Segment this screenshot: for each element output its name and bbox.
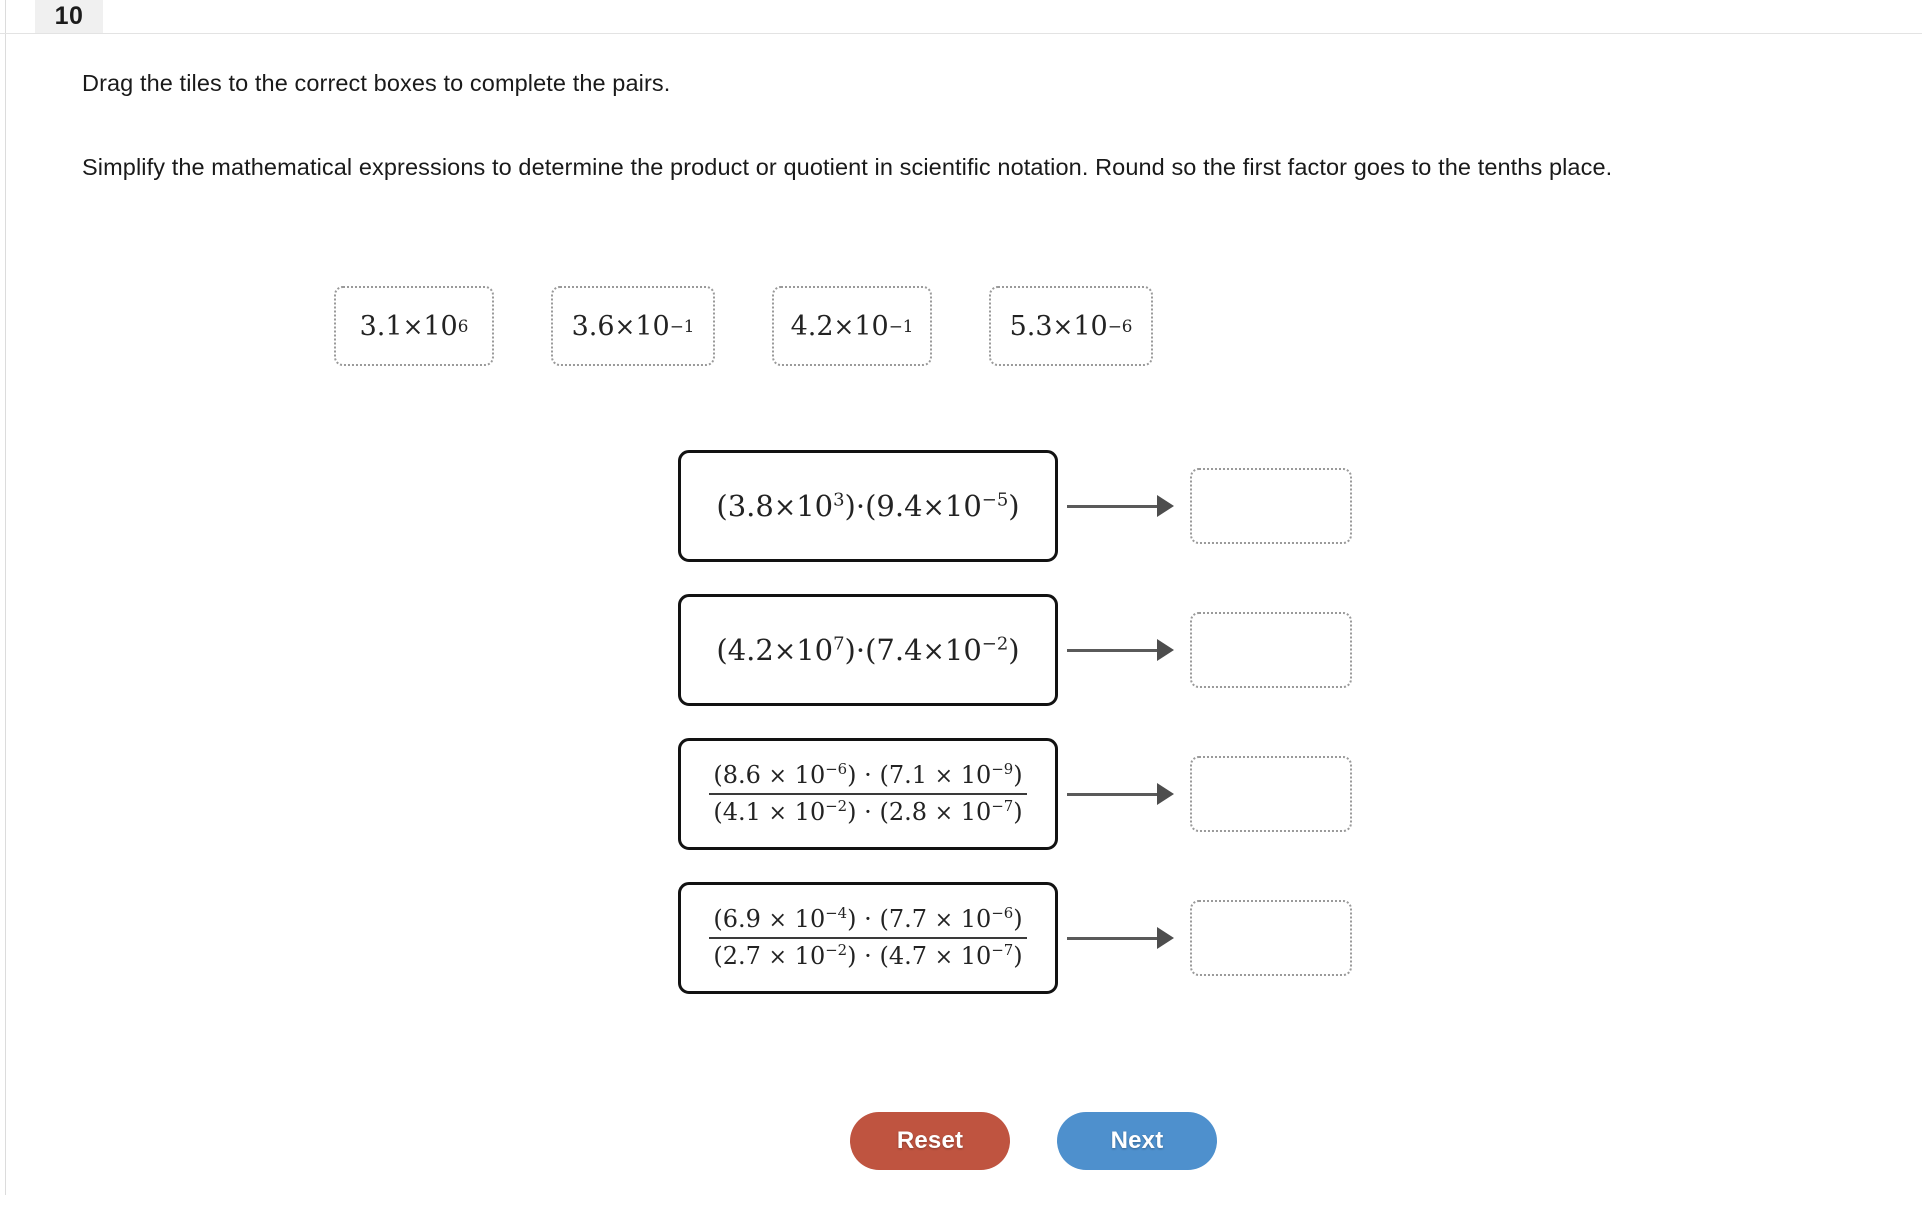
arrow-right-icon [1061, 923, 1187, 953]
fraction-denominator: (2.7 × 10−2) · (4.7 × 10−7) [713, 940, 1023, 970]
expression-box: (3.8×103)·(9.4×10−5) [678, 450, 1058, 562]
tile-times-symbol: × [614, 311, 636, 341]
tab-label: 10 [54, 2, 84, 30]
fraction-denominator: (4.1 × 10−2) · (2.8 × 10−7) [713, 796, 1023, 826]
expression-text: (4.2×107)·(7.4×10−2) [716, 633, 1020, 667]
draggable-tile[interactable]: 5.3×10−6 [989, 286, 1153, 366]
pair-list: (3.8×103)·(9.4×10−5) (4.2×107)·(7.4×10−2… [678, 450, 1352, 994]
tile-coefficient: 4.2 [790, 310, 834, 342]
draggable-tile[interactable]: 3.6×10−1 [551, 286, 715, 366]
tile-coefficient: 3.6 [571, 310, 615, 342]
tile-coefficient: 5.3 [1009, 310, 1053, 342]
fraction-bar [709, 792, 1027, 795]
tile-coefficient: 3.1 [359, 310, 403, 342]
expression-fraction: (8.6 × 10−6) · (7.1 × 10−9) (4.1 × 10−2)… [709, 759, 1027, 828]
fraction-numerator: (6.9 × 10−4) · (7.7 × 10−6) [713, 903, 1023, 933]
pair-row: (4.2×107)·(7.4×10−2) [678, 594, 1352, 706]
expression-text: (3.8×103)·(9.4×10−5) [716, 489, 1020, 523]
arrow-right-icon [1061, 635, 1187, 665]
tile-base: 10 [635, 310, 670, 342]
tab-question-10[interactable]: 10 [35, 0, 103, 33]
pair-row: (6.9 × 10−4) · (7.7 × 10−6) (2.7 × 10−2)… [678, 882, 1352, 994]
page-left-border [5, 0, 6, 1195]
tab-strip: 10 [0, 0, 1922, 34]
action-bar: Reset Next [850, 1112, 1217, 1170]
draggable-tile[interactable]: 4.2×10−1 [772, 286, 932, 366]
pair-row: (8.6 × 10−6) · (7.1 × 10−9) (4.1 × 10−2)… [678, 738, 1352, 850]
answer-drop-box[interactable] [1190, 756, 1352, 832]
expression-fraction: (6.9 × 10−4) · (7.7 × 10−6) (2.7 × 10−2)… [709, 903, 1027, 972]
tile-times-symbol: × [833, 311, 855, 341]
reset-button[interactable]: Reset [850, 1112, 1010, 1170]
expression-box: (6.9 × 10−4) · (7.7 × 10−6) (2.7 × 10−2)… [678, 882, 1058, 994]
next-button[interactable]: Next [1057, 1112, 1217, 1170]
answer-drop-box[interactable] [1190, 468, 1352, 544]
instruction-drag-tiles: Drag the tiles to the correct boxes to c… [82, 70, 671, 96]
arrow-right-icon [1061, 491, 1187, 521]
tile-times-symbol: × [1052, 311, 1074, 341]
answer-drop-box[interactable] [1190, 900, 1352, 976]
pair-row: (3.8×103)·(9.4×10−5) [678, 450, 1352, 562]
arrow-right-icon [1061, 779, 1187, 809]
expression-box: (8.6 × 10−6) · (7.1 × 10−9) (4.1 × 10−2)… [678, 738, 1058, 850]
expression-box: (4.2×107)·(7.4×10−2) [678, 594, 1058, 706]
tile-times-symbol: × [402, 311, 424, 341]
tile-base: 10 [1073, 310, 1108, 342]
tile-base: 10 [854, 310, 889, 342]
instruction-simplify: Simplify the mathematical expressions to… [82, 154, 1613, 180]
fraction-numerator: (8.6 × 10−6) · (7.1 × 10−9) [713, 759, 1023, 789]
fraction-bar [709, 936, 1027, 939]
tile-base: 10 [423, 310, 458, 342]
answer-drop-box[interactable] [1190, 612, 1352, 688]
